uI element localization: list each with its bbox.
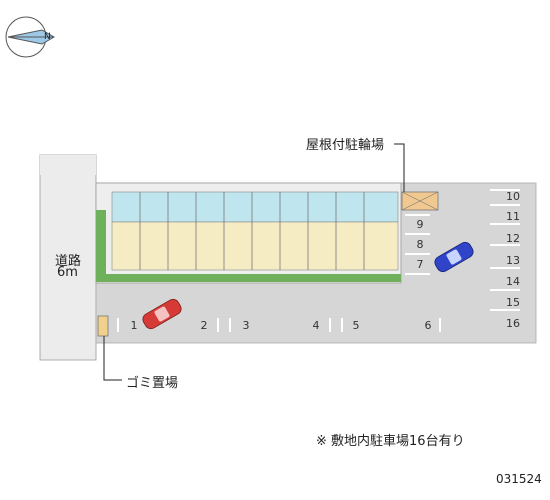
road-label-line2: 6m — [57, 265, 78, 280]
stall-number: 12 — [506, 232, 520, 245]
stall-number: 5 — [352, 319, 360, 332]
stall-number: 10 — [506, 190, 520, 203]
stall-number: 13 — [506, 254, 520, 267]
stall-number: 14 — [506, 275, 520, 288]
stall-number: 4 — [312, 319, 320, 332]
garbage-label: ゴミ置場 — [126, 376, 179, 391]
stall-number: 8 — [416, 238, 424, 251]
stall-number: 2 — [200, 319, 208, 332]
compass-letter: N — [44, 32, 51, 42]
red-car-icon — [142, 298, 182, 330]
stall-number: 7 — [416, 258, 424, 271]
blue-car-icon — [434, 241, 474, 273]
stall-number: 9 — [416, 218, 424, 231]
road-label-line1: 道路 — [55, 254, 82, 269]
stall-number: 11 — [506, 210, 520, 223]
garbage-area — [97, 315, 109, 337]
stall-number: 3 — [242, 319, 250, 332]
parking-note: ※ 敷地内駐車場16台有り — [316, 434, 465, 449]
compass-icon — [5, 16, 55, 58]
stall-number: 1 — [130, 319, 138, 332]
stall-number: 15 — [506, 296, 520, 309]
stall-number: 16 — [506, 317, 520, 330]
bike-parking-label: 屋根付駐輪場 — [306, 138, 385, 153]
stall-number: 6 — [424, 319, 432, 332]
property-code: 031524 — [496, 472, 542, 486]
hedge — [96, 210, 106, 280]
